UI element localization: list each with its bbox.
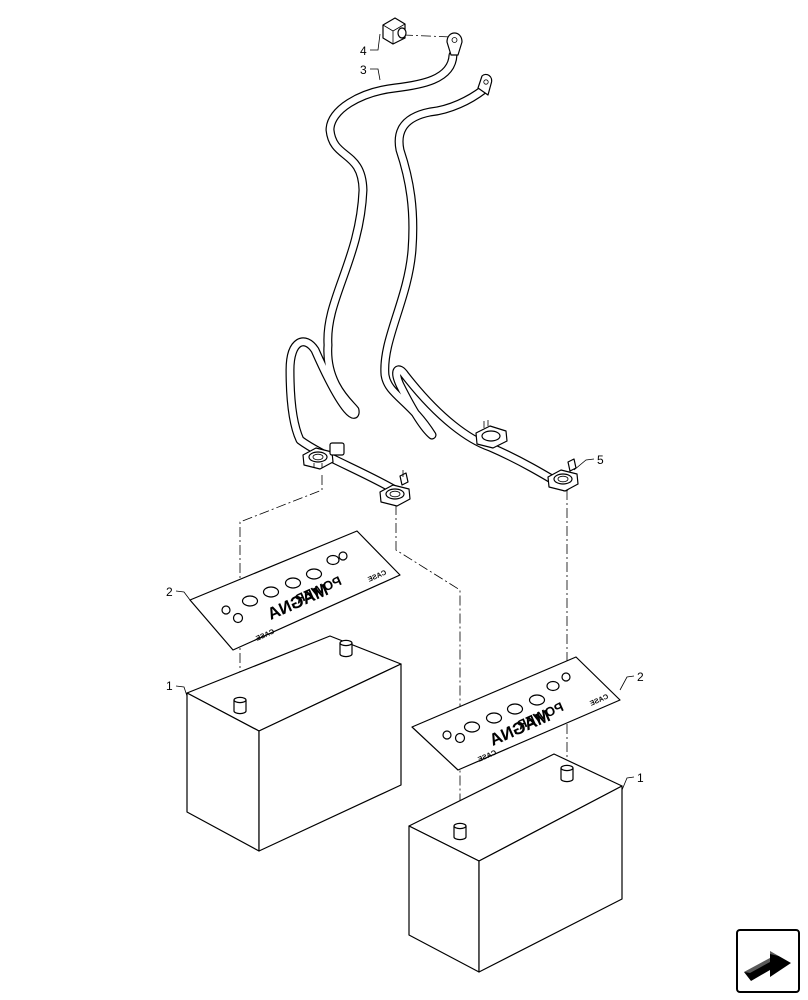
battery-label-upper: MAGNA POWER CASE CASE [189,530,401,651]
battery-cable-left [285,50,458,495]
callout-number: 5 [597,453,604,467]
terminal-clamp-1 [302,442,345,470]
battery-post [233,696,247,715]
terminal-clamp-3 [475,420,508,449]
terminal-nut [382,17,407,45]
callout-number: 2 [637,670,644,684]
callout-number: 2 [166,585,173,599]
battery-cable-right [380,85,570,492]
battery-upper [186,635,402,852]
callout-5: 5 [573,453,604,471]
battery-label-lower: MAGNA POWER CASE CASE [411,656,621,771]
callout-3: 3 [360,63,381,81]
callout-2-upper: 2 [166,585,191,601]
battery-post [560,764,574,783]
ring-terminal-left [446,32,463,56]
ring-terminal-right [477,73,493,96]
callout-number: 1 [166,679,173,693]
callout-2-lower: 2 [619,670,644,691]
callout-number: 1 [637,771,644,785]
terminal-clamp-4 [547,458,579,492]
callout-1-upper: 1 [166,679,188,697]
battery-post [339,639,353,658]
terminal-clamp-2 [379,470,411,507]
callout-1-lower: 1 [621,771,644,791]
callout-number: 3 [360,63,367,77]
battery-post [453,822,467,841]
bent-arrow-icon[interactable] [736,929,800,993]
callout-number: 4 [360,44,367,58]
callout-4: 4 [360,33,381,58]
battery-lower [408,753,623,973]
